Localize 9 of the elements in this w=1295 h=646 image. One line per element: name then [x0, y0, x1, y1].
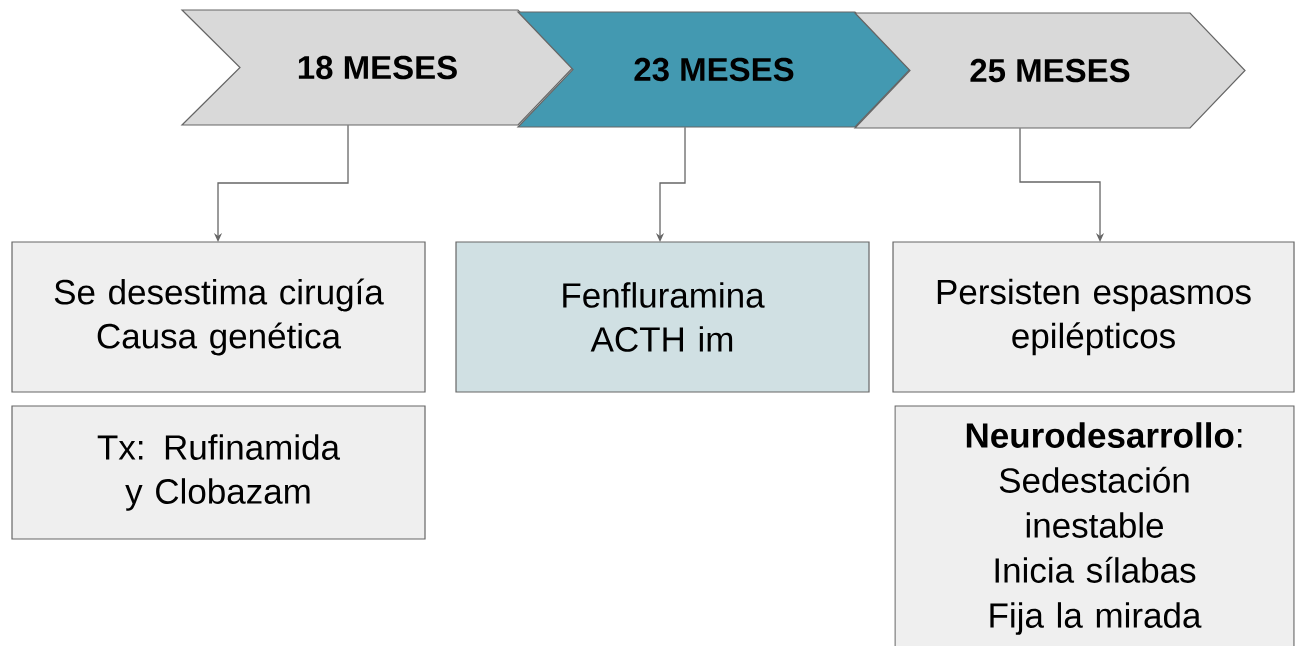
text-box: Se desestima cirugía Causa genética [11, 241, 426, 393]
text-box: Tx: Rufinamida y Clobazam [11, 405, 426, 540]
text-box: Neurodesarrollo: Sedestación inestable Inicia sílabas Fija la mirada [894, 405, 1295, 646]
timeline-step: 23 MESES [516, 11, 911, 128]
timeline-step: 18 MESES [180, 9, 574, 126]
text-box: Persisten espasmos epilépticos [892, 241, 1295, 393]
text-box: Fenfluramina ACTH im [455, 241, 870, 393]
arrow [1019, 127, 1105, 242]
timeline-step: 25 MESES [853, 12, 1246, 129]
